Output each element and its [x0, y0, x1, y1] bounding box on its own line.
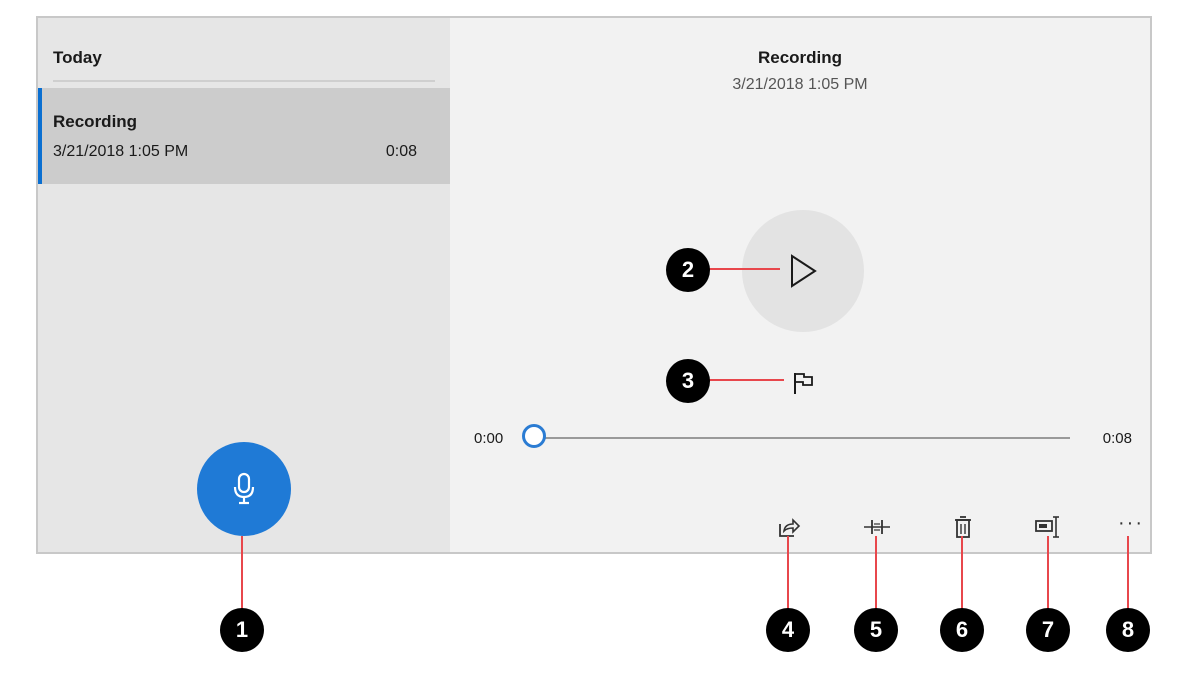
callout-badge-6: 6: [940, 608, 984, 652]
record-button[interactable]: [197, 442, 291, 536]
callout-line-6: [961, 536, 963, 610]
play-icon: [791, 254, 817, 288]
more-button[interactable]: ···: [1116, 512, 1146, 542]
seek-thumb[interactable]: [522, 424, 546, 448]
recording-item-date: 3/21/2018 1:05 PM: [53, 143, 189, 160]
share-button[interactable]: [774, 512, 804, 542]
callout-badge-7: 7: [1026, 608, 1070, 652]
callout-badge-2: 2: [666, 248, 710, 292]
delete-button[interactable]: [948, 512, 978, 542]
callout-line-7: [1047, 536, 1049, 610]
callout-line-1: [241, 536, 243, 610]
recording-list-item[interactable]: Recording 3/21/2018 1:05 PM 0:08: [38, 88, 450, 184]
callout-badge-5: 5: [854, 608, 898, 652]
recording-item-title: Recording: [53, 112, 138, 131]
flag-icon: [794, 373, 813, 394]
rename-icon: [1035, 516, 1059, 538]
trim-button[interactable]: [862, 512, 892, 542]
callout-badge-1: 1: [220, 608, 264, 652]
rename-button[interactable]: [1034, 512, 1064, 542]
callout-line-2: [708, 268, 780, 270]
callout-line-4: [787, 536, 789, 610]
recording-title: Recording: [757, 48, 843, 67]
group-header-today: Today: [53, 48, 102, 67]
callout-line-3: [708, 379, 784, 381]
seek-bar[interactable]: [540, 437, 1070, 439]
share-icon: [779, 518, 801, 537]
callout-badge-4: 4: [766, 608, 810, 652]
selection-indicator: [38, 88, 42, 184]
callout-badge-3: 3: [666, 359, 710, 403]
microphone-icon: [233, 472, 255, 505]
recordings-sidebar: Today Recording 3/21/2018 1:05 PM 0:08: [38, 18, 450, 552]
playback-pane: Recording 3/21/2018 1:05 PM 0:00 0:08: [450, 18, 1150, 552]
recording-item-duration: 0:08: [385, 143, 417, 160]
voice-recorder-window: Today Recording 3/21/2018 1:05 PM 0:08 R…: [36, 16, 1152, 554]
more-icon: ···: [1118, 512, 1144, 534]
trim-icon: [864, 520, 890, 534]
callout-line-5: [875, 536, 877, 610]
total-time: 0:08: [1102, 430, 1132, 447]
trash-icon: [955, 516, 971, 538]
play-button[interactable]: [742, 210, 864, 332]
callout-badge-8: 8: [1106, 608, 1150, 652]
group-divider: [53, 80, 435, 82]
current-time: 0:00: [474, 430, 504, 447]
add-marker-button[interactable]: [790, 370, 816, 396]
callout-line-8: [1127, 536, 1129, 610]
recording-date: 3/21/2018 1:05 PM: [732, 76, 868, 93]
